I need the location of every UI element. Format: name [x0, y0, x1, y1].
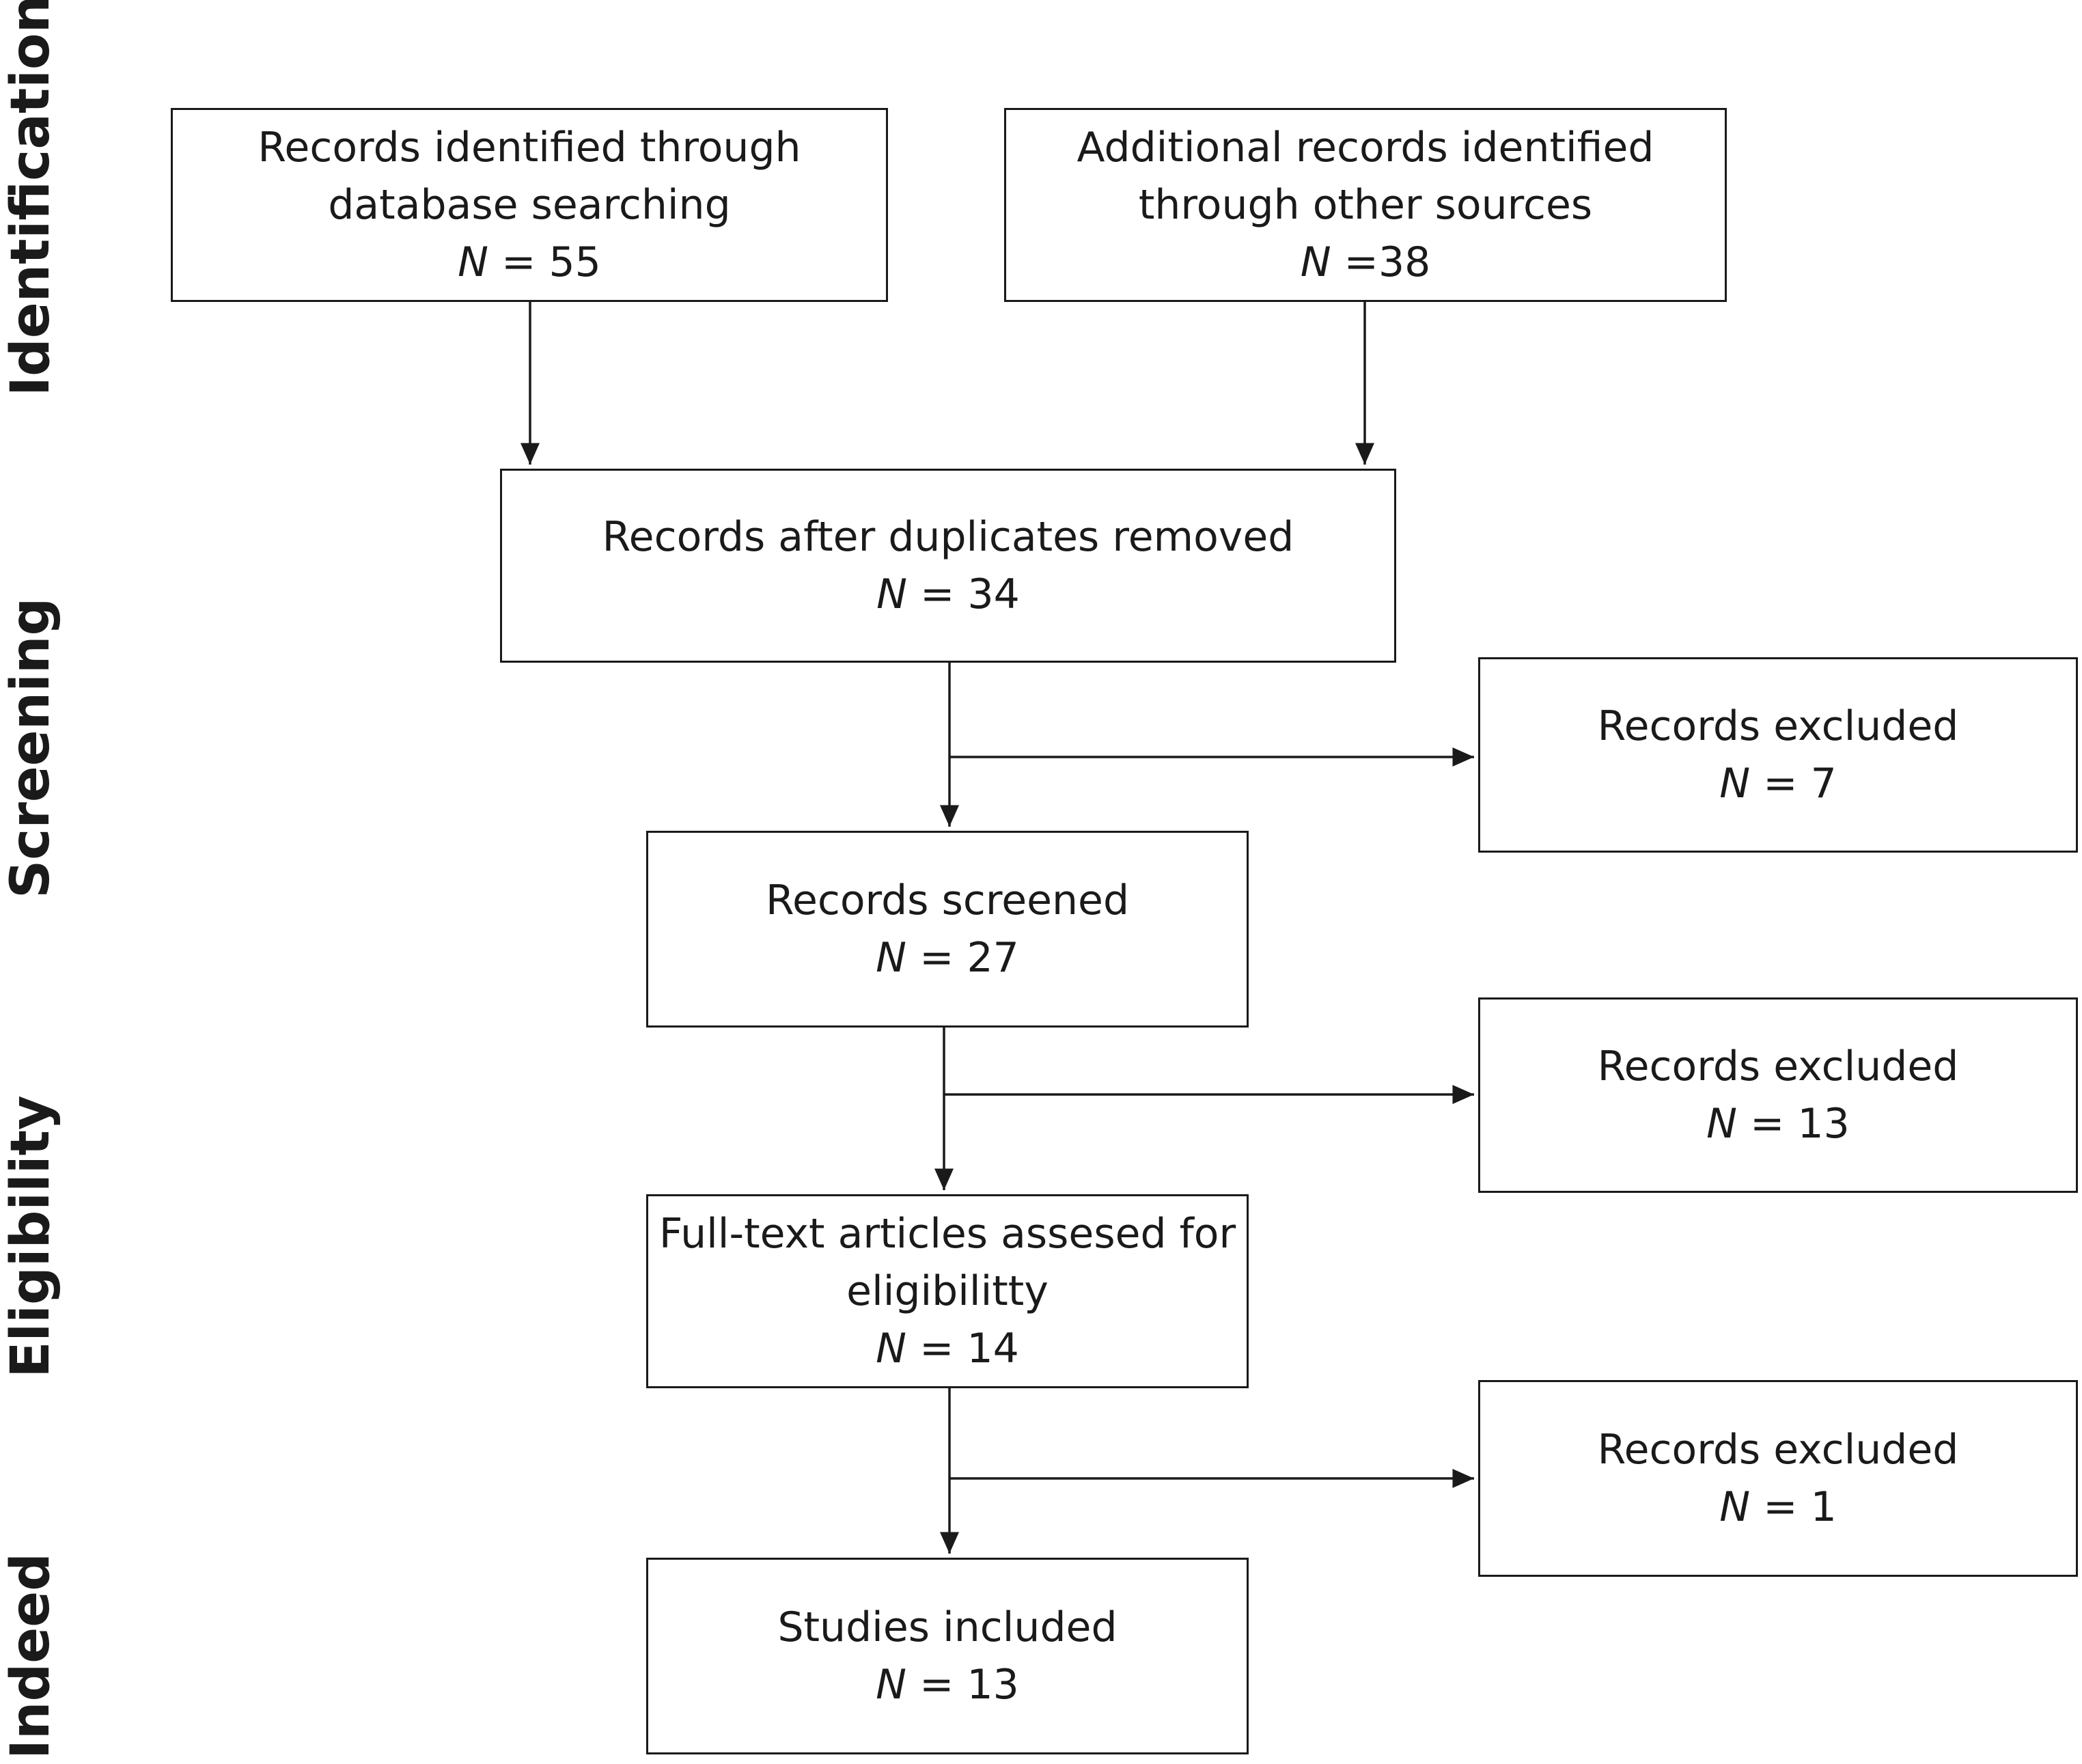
- n-label: N: [1300, 238, 1331, 286]
- n-label: N: [1706, 1100, 1738, 1148]
- box-dedup-line-1: Records after duplicates removed: [602, 513, 1294, 561]
- stage-label-eligibility: Eligibility: [0, 1093, 61, 1380]
- stage-label-identification: Identification: [0, 0, 61, 396]
- box-records-excluded-3: Records excluded N = 1: [1478, 1380, 2078, 1577]
- box-database-records: Records identified through database sear…: [171, 108, 888, 302]
- box-duplicates-removed: Records after duplicates removed N = 34: [500, 469, 1396, 663]
- n-label: N: [876, 1325, 907, 1373]
- box-screened-count: N = 27: [876, 929, 1019, 987]
- box-other-line-1: Additional records identified: [1077, 124, 1654, 171]
- box-excluded3-count: N = 1: [1719, 1478, 1837, 1536]
- n-label: N: [1719, 1483, 1751, 1531]
- box-included-line-1: Studies included: [777, 1603, 1118, 1651]
- n-value: = 13: [1750, 1100, 1850, 1148]
- n-value: =38: [1344, 238, 1431, 286]
- box-records-screened: Records screened N = 27: [646, 831, 1249, 1028]
- stage-screening-text: Screening: [0, 597, 61, 898]
- box-records-excluded-1: Records excluded N = 7: [1478, 657, 2078, 853]
- n-value: = 13: [919, 1661, 1019, 1709]
- box-fulltext-line-2: eligibilitty: [846, 1267, 1049, 1315]
- box-database-line-1: Records identified through: [258, 124, 801, 171]
- box-full-text-assessed: Full-text articles assesed for eligibili…: [646, 1194, 1249, 1388]
- box-dedup-count: N = 34: [876, 566, 1020, 623]
- box-excluded2-line-1: Records excluded: [1597, 1043, 1959, 1090]
- box-other-line-2: through other sources: [1138, 181, 1593, 229]
- n-label: N: [1719, 760, 1751, 808]
- n-value: = 14: [919, 1325, 1019, 1373]
- box-screened-line-1: Records screened: [765, 877, 1130, 924]
- n-value: = 7: [1763, 760, 1837, 808]
- n-label: N: [876, 570, 908, 618]
- stage-indeed-text: Indeed: [0, 1552, 61, 1759]
- box-fulltext-line-1: Full-text articles assesed for: [658, 1210, 1236, 1258]
- box-records-excluded-2: Records excluded N = 13: [1478, 997, 2078, 1193]
- stage-eligibility-text: Eligibility: [0, 1095, 61, 1378]
- box-fulltext-count: N = 14: [876, 1320, 1019, 1377]
- box-other-sources: Additional records identified through ot…: [1004, 108, 1727, 302]
- n-label: N: [458, 238, 489, 286]
- n-label: N: [876, 934, 907, 982]
- box-excluded3-line-1: Records excluded: [1597, 1426, 1959, 1474]
- n-value: = 34: [920, 570, 1020, 618]
- n-label: N: [876, 1661, 907, 1709]
- n-value: = 55: [501, 238, 601, 286]
- box-included-count: N = 13: [876, 1656, 1019, 1713]
- box-other-count: N =38: [1301, 234, 1431, 291]
- box-excluded1-line-1: Records excluded: [1597, 702, 1959, 750]
- stage-identification-text: Identification: [0, 0, 61, 396]
- stage-label-indeed: Indeed: [0, 1552, 61, 1759]
- box-excluded2-count: N = 13: [1706, 1095, 1850, 1153]
- box-database-line-2: database searching: [328, 181, 731, 229]
- n-value: = 27: [919, 934, 1019, 982]
- box-database-count: N = 55: [458, 234, 601, 291]
- box-excluded1-count: N = 7: [1719, 755, 1837, 812]
- n-value: = 1: [1763, 1483, 1837, 1531]
- stage-label-screening: Screening: [0, 598, 61, 898]
- box-studies-included: Studies included N = 13: [646, 1558, 1249, 1754]
